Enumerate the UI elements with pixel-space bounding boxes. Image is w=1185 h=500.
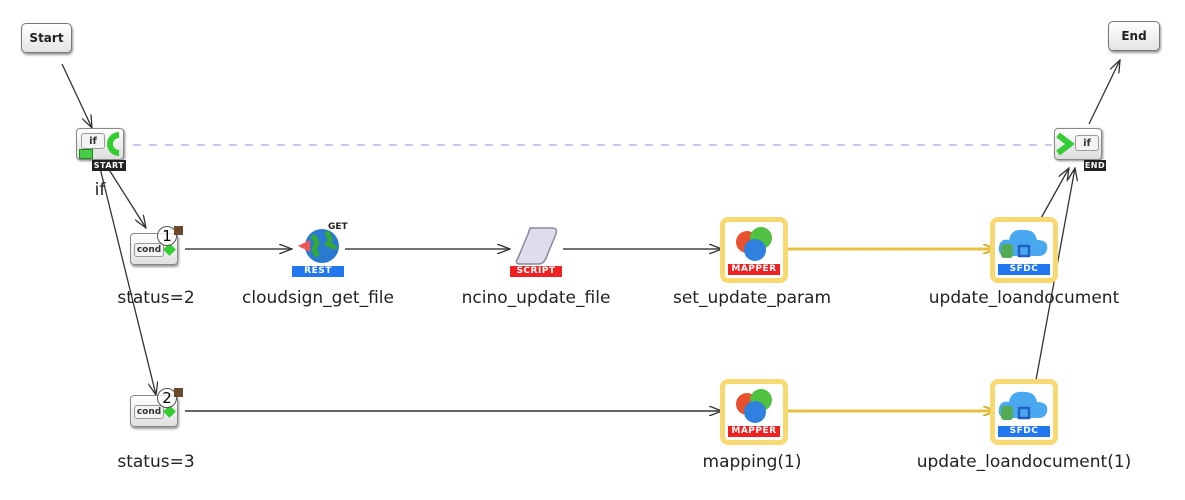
sfdc-node-update-loandocument-1[interactable]: SFDC <box>990 379 1058 445</box>
mapper-circles-icon <box>736 227 772 261</box>
edge-if-to-cond1[interactable] <box>107 167 146 228</box>
if-end-node[interactable]: if END <box>1054 128 1114 173</box>
cond-inner: cond <box>134 243 164 257</box>
end-badge: END <box>1084 160 1106 171</box>
loop-arrow-icon <box>107 132 120 156</box>
script-node-ncino-update-file[interactable]: SCRIPT <box>508 222 568 282</box>
if-label-inner: if <box>81 133 105 149</box>
label-update-loandocument: update_loandocument <box>928 288 1120 308</box>
mapper-tag: MAPPER <box>728 264 780 275</box>
ok-icon <box>174 226 183 235</box>
if-start-node[interactable]: if START <box>76 128 136 173</box>
cond-index-badge: 1 <box>157 226 177 246</box>
merge-arrow-icon <box>1056 132 1074 156</box>
cloud-icon <box>998 391 1048 420</box>
if-end-inner: if <box>1075 135 1099 151</box>
scroll-icon <box>515 227 558 265</box>
cond-node-2[interactable]: cond 2 <box>130 388 190 428</box>
rest-tag: REST <box>292 266 344 277</box>
label-set-update-param: set_update_param <box>672 288 832 308</box>
cond-label-2: status=3 <box>117 452 195 472</box>
edge-sfdc-to-ifend[interactable] <box>1039 168 1069 221</box>
label-update-loandocument-1: update_loandocument(1) <box>916 452 1132 472</box>
start-badge: START <box>92 160 126 171</box>
mapper-tag: MAPPER <box>728 426 780 437</box>
start-node[interactable]: Start <box>21 23 72 53</box>
mapper-node-mapping-1[interactable]: MAPPER <box>720 379 788 445</box>
method-badge: GET <box>328 222 348 232</box>
script-tag: SCRIPT <box>510 266 562 277</box>
sfdc-tag: SFDC <box>998 426 1050 437</box>
sfdc-node-update-loandocument[interactable]: SFDC <box>990 217 1058 283</box>
if-start-label: if <box>94 180 106 200</box>
label-ncino-update-file: ncino_update_file <box>461 288 611 308</box>
mapper-node-set-update-param[interactable]: MAPPER <box>720 217 788 283</box>
mapper-circles-icon <box>736 389 772 423</box>
edge-if-to-cond2[interactable] <box>99 167 156 395</box>
globe-icon <box>298 229 339 263</box>
cond-node-1[interactable]: cond 1 <box>130 226 190 266</box>
end-node[interactable]: End <box>1108 21 1160 51</box>
cond-label-1: status=2 <box>117 288 195 308</box>
ok-icon <box>174 388 183 397</box>
cloud-icon <box>998 229 1048 258</box>
edge-start-to-if[interactable] <box>61 63 92 128</box>
label-mapping-1: mapping(1) <box>702 452 802 472</box>
rest-node-cloudsign-get-file[interactable]: GET REST <box>290 222 350 282</box>
cond-inner: cond <box>134 405 164 419</box>
edge-ifend-to-end[interactable] <box>1088 60 1120 125</box>
sfdc-tag: SFDC <box>998 264 1050 275</box>
cond-index-badge: 2 <box>157 388 177 408</box>
minus-icon <box>79 149 93 159</box>
label-cloudsign-get-file: cloudsign_get_file <box>242 288 394 308</box>
